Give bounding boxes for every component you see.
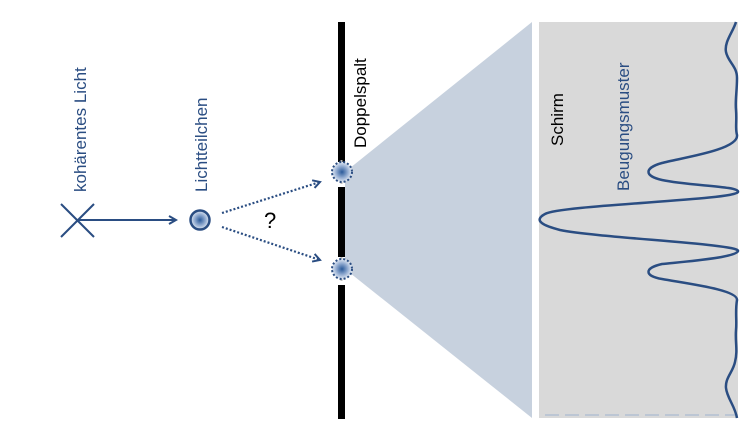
question-mark: ? [264,208,277,233]
label-double-slit: Doppelspalt [351,58,370,148]
light-cone [345,22,532,418]
diffraction-pattern-curve [538,21,740,419]
label-light-particle: Lichtteilchen [192,97,211,192]
label-screen: Schirm [548,93,567,146]
light-source-icon [60,203,95,238]
slit-barrier-middle [338,187,345,257]
slit-barrier-top [338,22,345,162]
path-arrow-top [221,182,320,215]
slit-barrier-bottom [338,285,345,419]
slit-photon-top [331,161,353,183]
photon-particle-icon [189,209,211,231]
slit-photon-bottom [331,258,353,280]
label-coherent-light: kohärentes Licht [71,67,90,192]
label-diffraction-pattern: Beugungsmuster [614,62,633,191]
path-arrow-bottom [221,225,320,260]
screen [539,22,738,418]
